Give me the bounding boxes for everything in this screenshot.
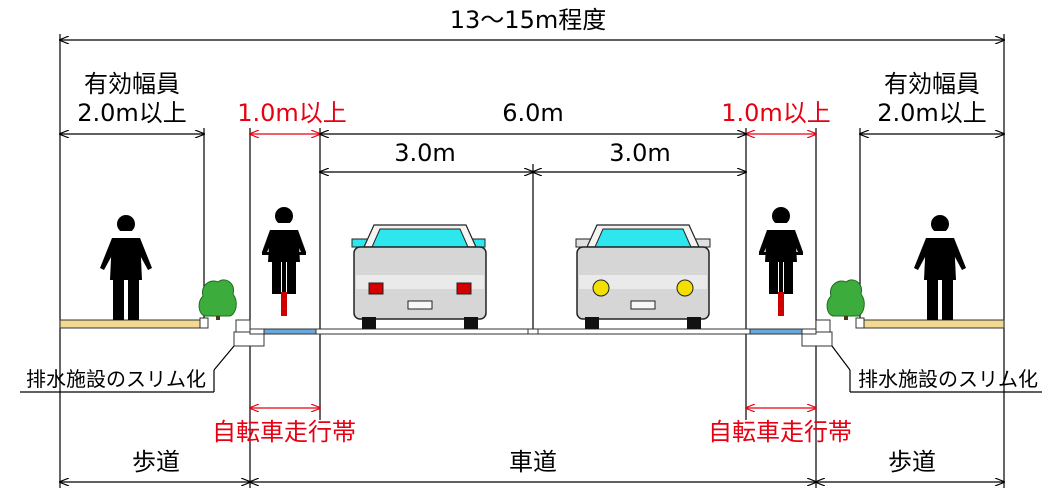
shrub-icon (198, 279, 237, 321)
sidewalk-surface-left (59, 319, 201, 329)
sidewalk-label-right: 歩道 (888, 448, 936, 476)
pedestrian-icon (100, 215, 152, 320)
bike-lane-width-label-right: 1.0m以上 (721, 99, 831, 127)
total-width-label: 13〜15m程度 (450, 6, 606, 34)
bike-lane-width-label-left: 1.0m以上 (237, 99, 347, 127)
bike-lane-surface-left (263, 328, 317, 335)
sidewalk-width-label-left-1: 有効幅員 (84, 70, 180, 98)
sidewalk-width-label-right-2: 2.0m以上 (877, 99, 987, 127)
drainage-note-right: 排水施設のスリム化 (858, 367, 1038, 391)
car-rear-icon (351, 224, 487, 330)
drain-right (801, 331, 833, 347)
pedestrian-icon (914, 215, 966, 320)
lane-width-label-right: 3.0m (609, 139, 671, 167)
curb-right (815, 319, 831, 333)
sidewalk-width-label-left-2: 2.0m以上 (77, 99, 187, 127)
carriageway-width-label: 6.0m (502, 99, 564, 127)
bike-lane-label-left: 自転車走行帯 (212, 418, 356, 446)
bike-lane-label-right: 自転車走行帯 (708, 418, 852, 446)
drain-left (233, 331, 265, 347)
sidewalk-label-left: 歩道 (132, 448, 180, 476)
sidewalk-width-label-right-1: 有効幅員 (884, 70, 980, 98)
center-line (527, 328, 539, 335)
bike-lane-surface-right (749, 328, 803, 335)
car-front-icon (575, 224, 711, 330)
road-label: 車道 (509, 448, 557, 476)
lane-width-label-left: 3.0m (394, 139, 456, 167)
drainage-note-left: 排水施設のスリム化 (26, 367, 206, 391)
curb-left (235, 319, 251, 333)
cyclist-icon (262, 207, 306, 316)
cyclist-icon (759, 207, 803, 316)
shrub-icon (826, 279, 865, 321)
sidewalk-surface-right (863, 319, 1005, 329)
